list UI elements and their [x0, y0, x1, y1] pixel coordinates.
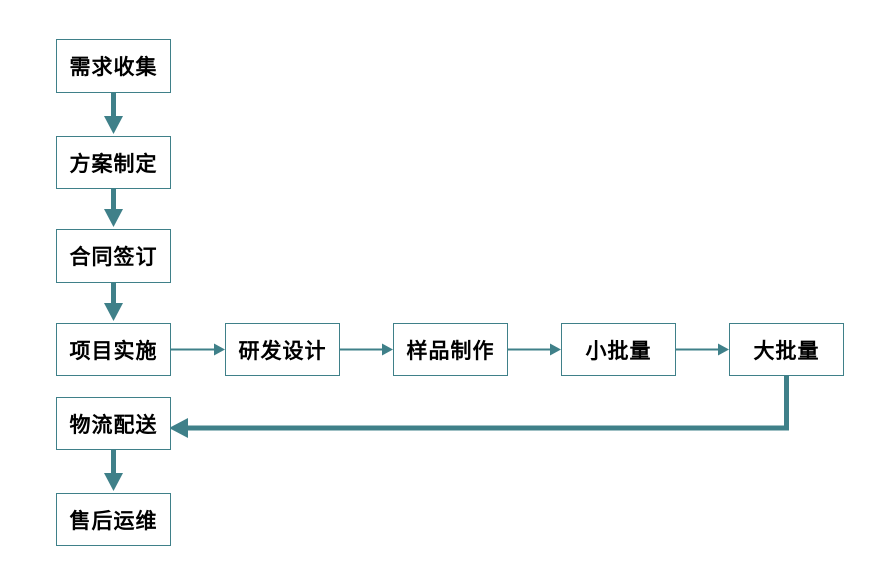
node-project-implementation[interactable]: 项目实施 [56, 323, 171, 376]
node-label: 售后运维 [69, 508, 158, 533]
connector-n9-n10 [104, 450, 123, 491]
node-small-batch[interactable]: 小批量 [561, 323, 676, 376]
node-plan-formulation[interactable]: 方案制定 [56, 136, 171, 189]
connector-n4-n5 [171, 343, 225, 356]
connector-n6-n7 [508, 343, 561, 356]
node-requirements-gathering[interactable]: 需求收集 [56, 39, 171, 93]
node-rd-design[interactable]: 研发设计 [225, 323, 340, 376]
connector-n1-n2 [104, 93, 123, 134]
node-label: 物流配送 [69, 412, 158, 437]
node-label: 小批量 [585, 338, 652, 363]
connector-n3-n4 [104, 283, 123, 321]
node-contract-signing[interactable]: 合同签订 [56, 229, 171, 283]
node-sample-production[interactable]: 样品制作 [393, 323, 508, 376]
node-after-sales-maintenance[interactable]: 售后运维 [56, 493, 171, 546]
connector-n8-n9-feedback [169, 376, 789, 438]
connector-n5-n6 [340, 343, 393, 356]
node-label: 需求收集 [69, 55, 158, 79]
node-logistics-delivery[interactable]: 物流配送 [56, 397, 171, 450]
node-label: 项目实施 [69, 338, 158, 363]
connector-n2-n3 [104, 189, 123, 227]
node-label: 合同签订 [69, 245, 158, 269]
node-label: 方案制定 [69, 151, 158, 176]
node-large-batch[interactable]: 大批量 [729, 323, 844, 376]
node-label: 大批量 [753, 338, 820, 363]
node-label: 研发设计 [238, 338, 327, 363]
connector-n7-n8 [676, 343, 729, 356]
node-label: 样品制作 [406, 338, 495, 363]
